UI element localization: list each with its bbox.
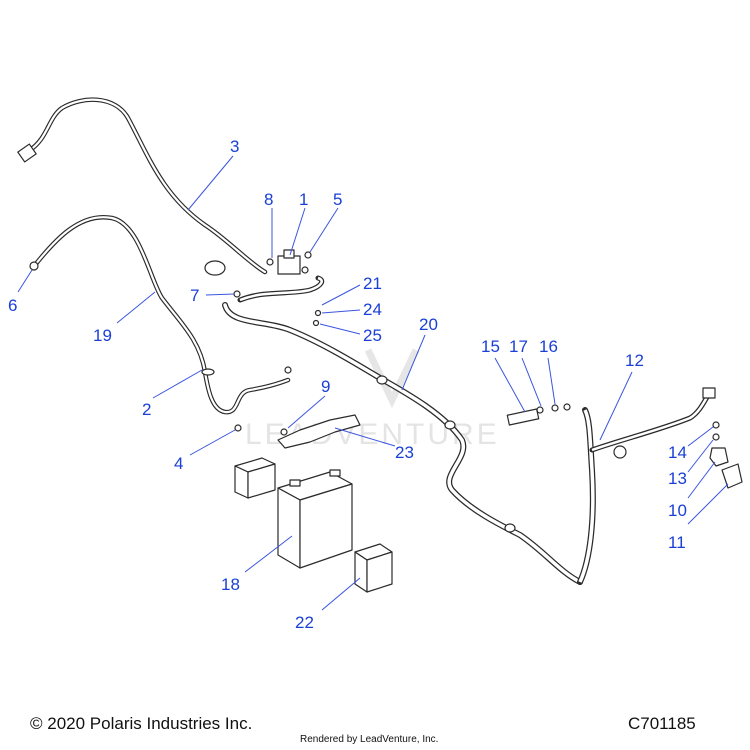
callout-13: 13 [668,469,687,488]
nut-17 [536,406,544,414]
strap [204,260,226,276]
callout-25: 25 [363,326,382,345]
bolt-4 [234,424,242,432]
cable-3 [17,97,268,275]
callout-18: 18 [221,575,240,594]
pad [234,457,276,499]
callout-5: 5 [333,190,342,209]
callout-17: 17 [509,337,528,356]
battery-18 [277,469,353,569]
cable-3-terminal [17,143,37,163]
callout-12: 12 [625,351,644,370]
leader-lines [17,155,729,611]
callout-14: 14 [668,443,687,462]
rendered-by-text: Rendered by LeadVenture, Inc. [300,734,439,745]
callout-16: 16 [539,337,558,356]
boot-5 [304,251,312,259]
callout-24: 24 [363,300,382,319]
callout-labels: 3 8 1 5 6 21 7 24 19 25 20 15 17 16 12 9… [8,137,687,632]
bolt-9 [280,428,288,436]
callout-9: 9 [321,377,330,396]
callout-11: 11 [668,533,686,552]
relay-1 [277,249,309,275]
callout-22: 22 [295,613,314,632]
bolt-7 [233,290,241,298]
bracket-23 [277,414,361,449]
nut-25 [312,319,320,327]
clamp-2 [201,368,215,376]
copyright-text: © 2020 Polaris Industries Inc. [30,714,253,733]
callout-20: 20 [419,315,438,334]
washer-16 [551,404,559,412]
washer-24 [314,309,322,317]
cable-19-terminal [29,261,39,271]
callout-2: 2 [142,400,151,419]
callout-19: 19 [93,326,112,345]
cable-19 [29,214,291,415]
junction-15 [506,408,540,426]
washer-13 [712,433,720,441]
callout-7: 7 [190,286,199,305]
terminal-10 [709,447,729,467]
callout-3: 3 [230,137,239,156]
callout-23: 23 [395,443,414,462]
harness-12-terminal [702,387,716,399]
callout-15: 15 [481,337,500,356]
callout-21: 21 [363,274,382,293]
pad-22 [354,543,393,593]
harness-20 [222,275,583,585]
bolt-top [284,366,292,374]
callout-8: 8 [264,190,273,209]
callout-10: 10 [668,501,687,520]
nut-14 [712,421,720,429]
diagram-id: C701185 [628,714,696,733]
callout-1: 1 [299,190,308,209]
nut-8 [266,258,274,266]
callout-4: 4 [174,454,183,473]
cover-11 [721,463,743,489]
callout-6: 6 [8,296,17,315]
harness-12 [577,387,716,585]
